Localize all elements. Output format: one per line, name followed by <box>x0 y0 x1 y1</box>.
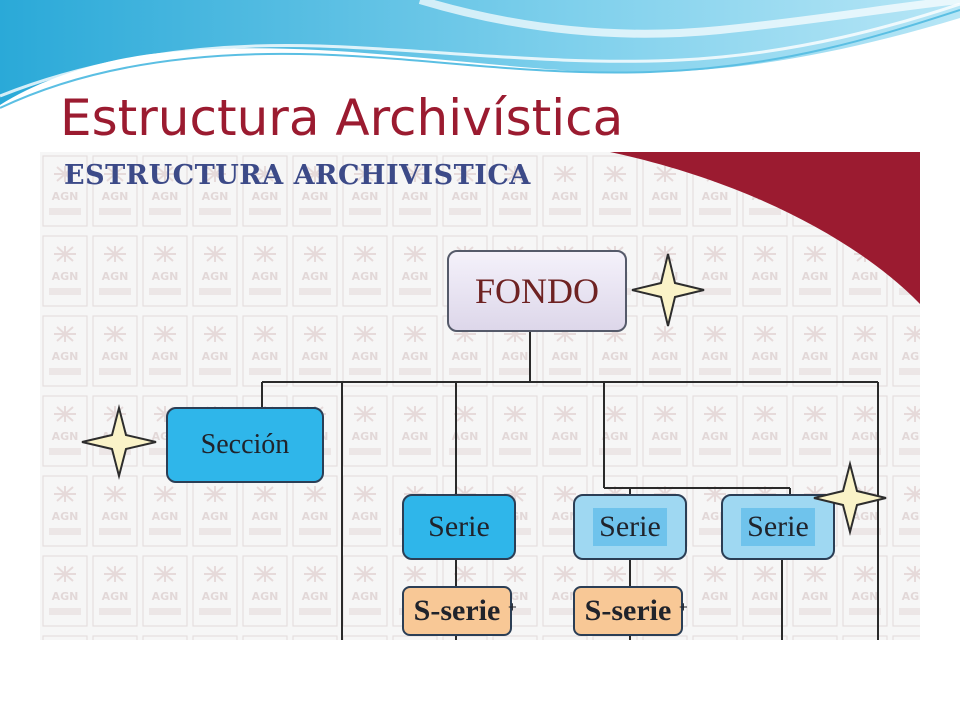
serie-label: Serie <box>428 510 490 543</box>
slide-title: Estructura Archivística <box>60 89 624 147</box>
four-point-star-icon <box>81 404 157 480</box>
four-point-star-icon <box>813 460 887 536</box>
subserie-label: S-serie <box>584 594 672 627</box>
serie-node-3: Serie <box>721 494 835 560</box>
header-wave-decoration <box>0 0 960 109</box>
serie-node-1: Serie <box>402 494 516 560</box>
archival-structure-diagram: AGN ESTRUCTURA ARCHIVISTICA <box>40 152 920 640</box>
subserie-node-2: S-serie <box>573 586 683 636</box>
seccion-node: Sección <box>166 407 324 483</box>
diagram-heading: ESTRUCTURA ARCHIVISTICA <box>64 160 531 191</box>
hierarchy-connectors <box>261 332 879 640</box>
subserie-label: S-serie <box>413 594 501 627</box>
serie-label: Serie <box>593 508 667 546</box>
subserie-node-1: S-serie <box>402 586 512 636</box>
corner-accent-shape <box>610 152 920 304</box>
fondo-node: FONDO <box>447 250 627 332</box>
serie-label: Serie <box>741 508 815 546</box>
expand-plus-mark: + <box>679 599 688 616</box>
four-point-star-icon <box>631 253 705 327</box>
expand-plus-mark: + <box>508 599 517 616</box>
serie-node-2: Serie <box>573 494 687 560</box>
